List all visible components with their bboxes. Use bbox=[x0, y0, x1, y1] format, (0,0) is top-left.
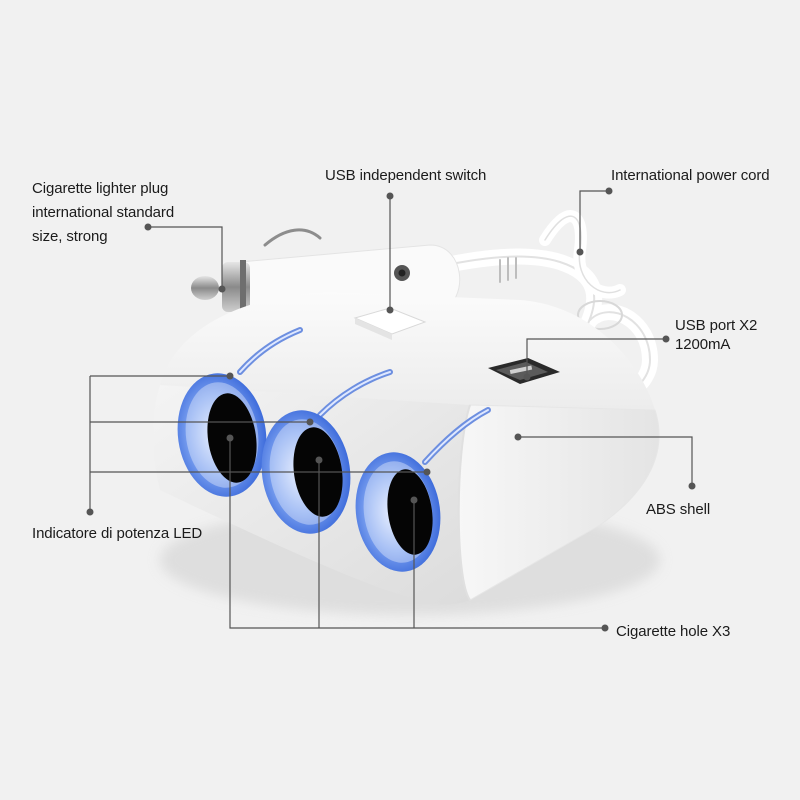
label-lighter-plug: Cigarette lighter plug international sta… bbox=[32, 177, 174, 249]
label-lighter-plug-line3: size, strong bbox=[32, 228, 108, 245]
label-lighter-plug-line2: international standard bbox=[32, 204, 175, 221]
label-usb-port-line2: 1200mA bbox=[675, 336, 731, 353]
label-power-cord: International power cord bbox=[611, 167, 770, 184]
callout-lines bbox=[89, 190, 693, 629]
usb-switch-button bbox=[353, 307, 427, 340]
cigarette-socket-3 bbox=[355, 407, 491, 572]
label-usb-port-line1: USB port X2 bbox=[675, 317, 758, 334]
callout-dots bbox=[86, 187, 696, 632]
label-usb-switch: USB independent switch bbox=[325, 167, 487, 184]
label-cigarette-hole: Cigarette hole X3 bbox=[616, 623, 731, 640]
label-abs-shell: ABS shell bbox=[646, 501, 711, 518]
label-usb-port: USB port X2 1200mA bbox=[675, 316, 757, 354]
cigarette-socket-1 bbox=[177, 327, 303, 497]
label-led-indicator: Indicatore di potenza LED bbox=[32, 525, 203, 542]
label-lighter-plug-line1: Cigarette lighter plug bbox=[32, 180, 169, 197]
